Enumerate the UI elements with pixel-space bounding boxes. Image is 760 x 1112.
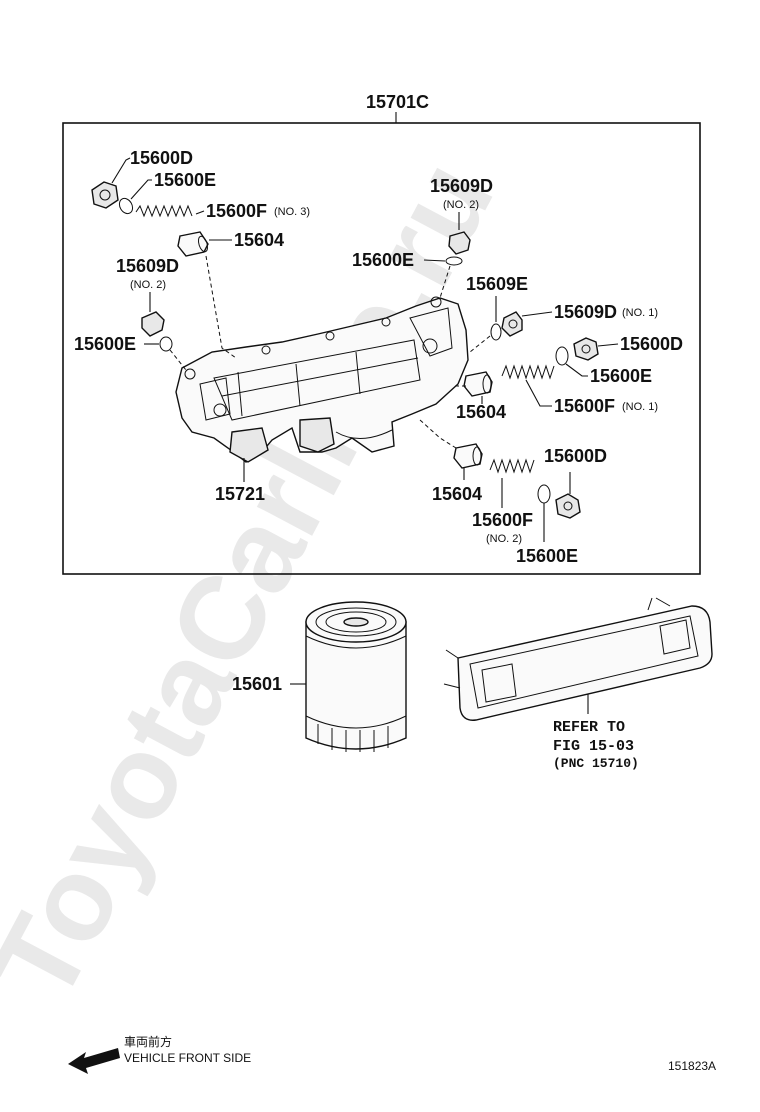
right-dashed-top: [469, 335, 491, 353]
spring-f-top-leader: [195, 210, 205, 215]
label-ring-e-left: 15600E: [74, 334, 136, 354]
oil-cooler-body: [175, 296, 469, 463]
label-ring-e-mid: 15600E: [352, 250, 414, 270]
plug-15600d-right: [573, 337, 599, 361]
label-plug-d-right: 15600D: [620, 334, 683, 354]
label-plug-609d-left: 15609D: [116, 256, 179, 276]
plug-15600d-low: [555, 493, 581, 519]
mid-dashed: [439, 265, 451, 299]
spring-15600f-low: [489, 458, 535, 474]
top-stack-dashed: [205, 255, 237, 359]
oil-filter: [305, 601, 407, 752]
valve-15604-mid: [463, 371, 493, 397]
label-oil-filter: 15601: [232, 674, 282, 694]
label-assembly: 15701C: [366, 92, 429, 112]
label-cooler: 15721: [215, 484, 265, 504]
label-valve-top: 15604: [234, 230, 284, 250]
label-plug-d-top: 15600D: [130, 148, 193, 168]
label-spring-f-top: 15600F: [206, 201, 267, 221]
plug-15609d-right: [501, 311, 523, 337]
label-spring-f-right-sub: (NO. 1): [622, 401, 658, 413]
label-refer-3: (PNC 15710): [553, 756, 639, 771]
label-plug-d-low: 15600D: [544, 446, 607, 466]
label-spring-f-low-sub: (NO. 2): [486, 533, 522, 545]
ring-e-top-leader: [130, 179, 152, 200]
spring-f-right-leader: [525, 379, 552, 407]
label-plug-609d-right-sub: (NO. 1): [622, 307, 658, 319]
plug-15609d-left: [141, 311, 165, 337]
spring-15600f-top: [135, 204, 193, 218]
lower-dashed: [419, 419, 457, 449]
assembly-box: [62, 122, 701, 575]
label-valve-low: 15604: [432, 484, 482, 504]
valve-15604-low: [453, 443, 483, 469]
ring-15600e-low: [537, 484, 551, 504]
label-refer-1: REFER TO: [553, 719, 625, 736]
plug-d-right-leader: [597, 343, 619, 347]
label-spring-f-low: 15600F: [472, 510, 533, 530]
label-spring-f-top-sub: (NO. 3): [274, 206, 310, 218]
label-plug-609d-mid-sub: (NO. 2): [443, 199, 479, 211]
valve-15604-top: [177, 231, 209, 257]
direction-jp: 車両前方: [124, 1034, 172, 1049]
plug-d-top-leader: [111, 157, 131, 184]
plug-15600d-top: [91, 181, 119, 209]
spring-15600f-right: [501, 364, 555, 380]
gasket: [443, 597, 713, 721]
label-plug-609d-left-sub: (NO. 2): [130, 279, 166, 291]
ring-15600e-right: [555, 346, 569, 366]
ring-e-right-leader: [565, 363, 588, 377]
label-valve-mid: 15604: [456, 402, 506, 422]
direction-en: VEHICLE FRONT SIDE: [124, 1051, 251, 1065]
label-spring-f-right: 15600F: [554, 396, 615, 416]
diagram-code: 151823A: [668, 1059, 716, 1073]
front-arrow-icon: [68, 1048, 120, 1074]
plug-15609d-mid: [448, 231, 471, 255]
label-ring-e-right: 15600E: [590, 366, 652, 386]
watermark: ToyotaCarline.ru: [0, 140, 519, 1022]
label-refer-2: FIG 15-03: [553, 738, 634, 755]
ring-e-mid-leader: [423, 259, 446, 262]
left-dashed: [169, 349, 187, 371]
label-plug-609d-mid: 15609D: [430, 176, 493, 196]
label-ring-e-top: 15600E: [154, 170, 216, 190]
label-ring-e-low: 15600E: [516, 546, 578, 566]
label-ring-609e: 15609E: [466, 274, 528, 294]
ring-15600e-mid: [445, 256, 463, 266]
label-plug-609d-right: 15609D: [554, 302, 617, 322]
ring-15609e: [490, 323, 502, 341]
ring-15600e-top: [118, 197, 134, 215]
plug-609d-right-leader: [521, 311, 553, 317]
ring-15600e-left: [159, 336, 173, 352]
